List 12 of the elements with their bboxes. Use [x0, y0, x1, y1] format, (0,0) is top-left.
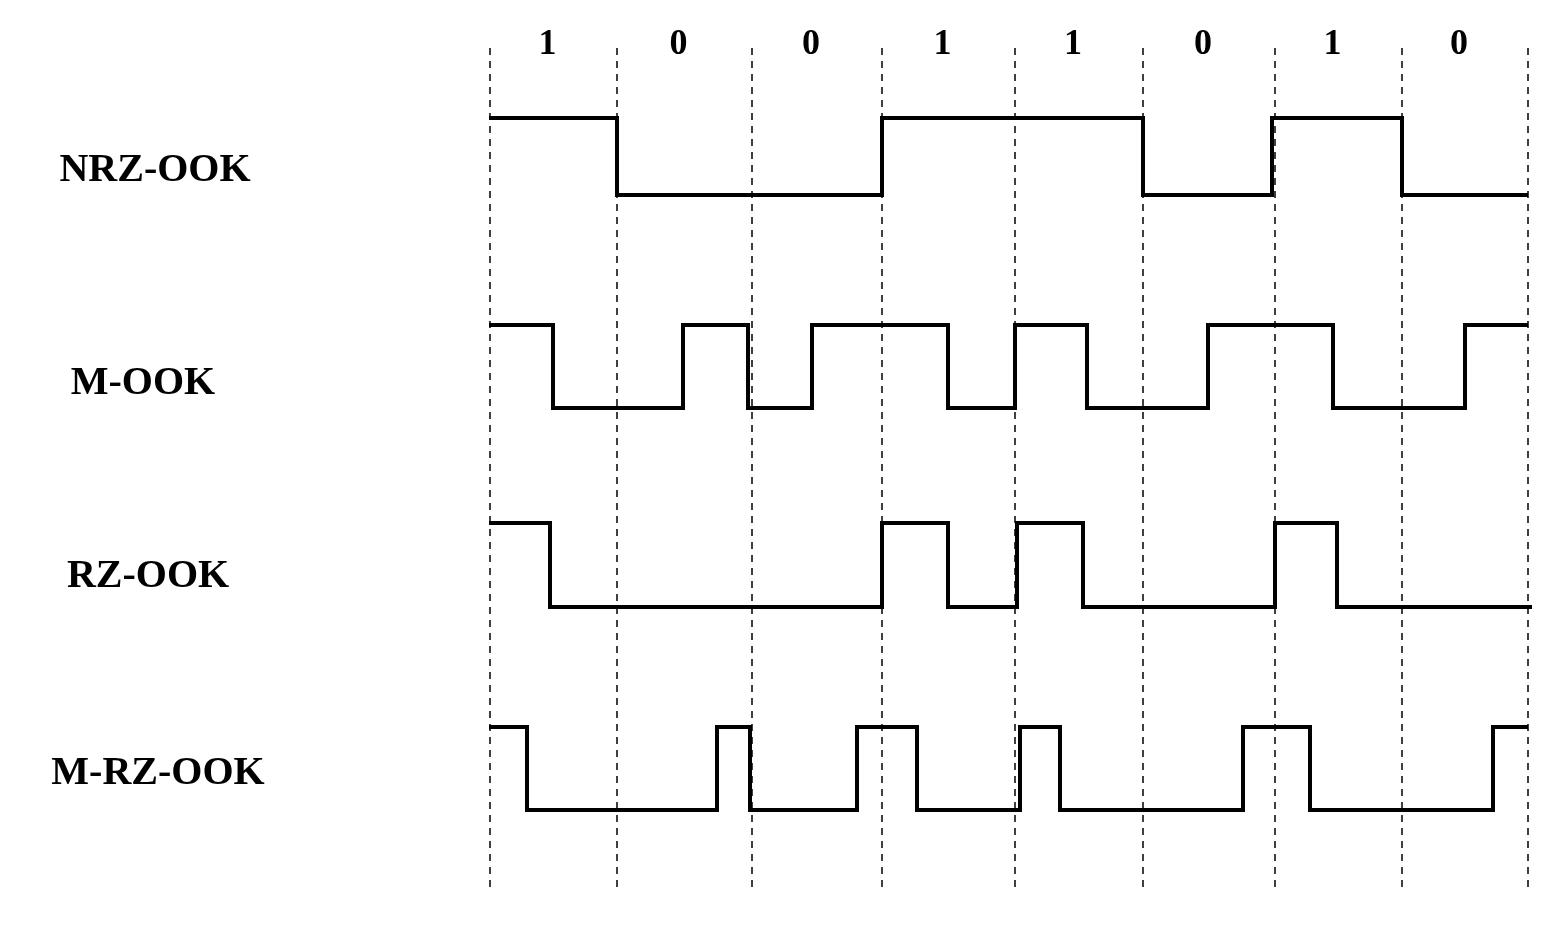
- signal-name: NRZ-OOK: [59, 143, 251, 191]
- signal-name: M-OOK: [70, 356, 216, 404]
- bit-value: 1: [1323, 21, 1342, 63]
- bit-value: 0: [1194, 21, 1212, 63]
- bit-value: 1: [933, 21, 952, 63]
- bit-value: 0: [802, 21, 820, 63]
- bit-value: 1: [538, 21, 557, 63]
- bit-value: 0: [1450, 21, 1468, 63]
- signal-name: M-RZ-OOK: [51, 746, 265, 794]
- bit-value: 0: [669, 21, 688, 63]
- bit-value: 1: [1064, 21, 1082, 63]
- signal-name: RZ-OOK: [66, 549, 230, 597]
